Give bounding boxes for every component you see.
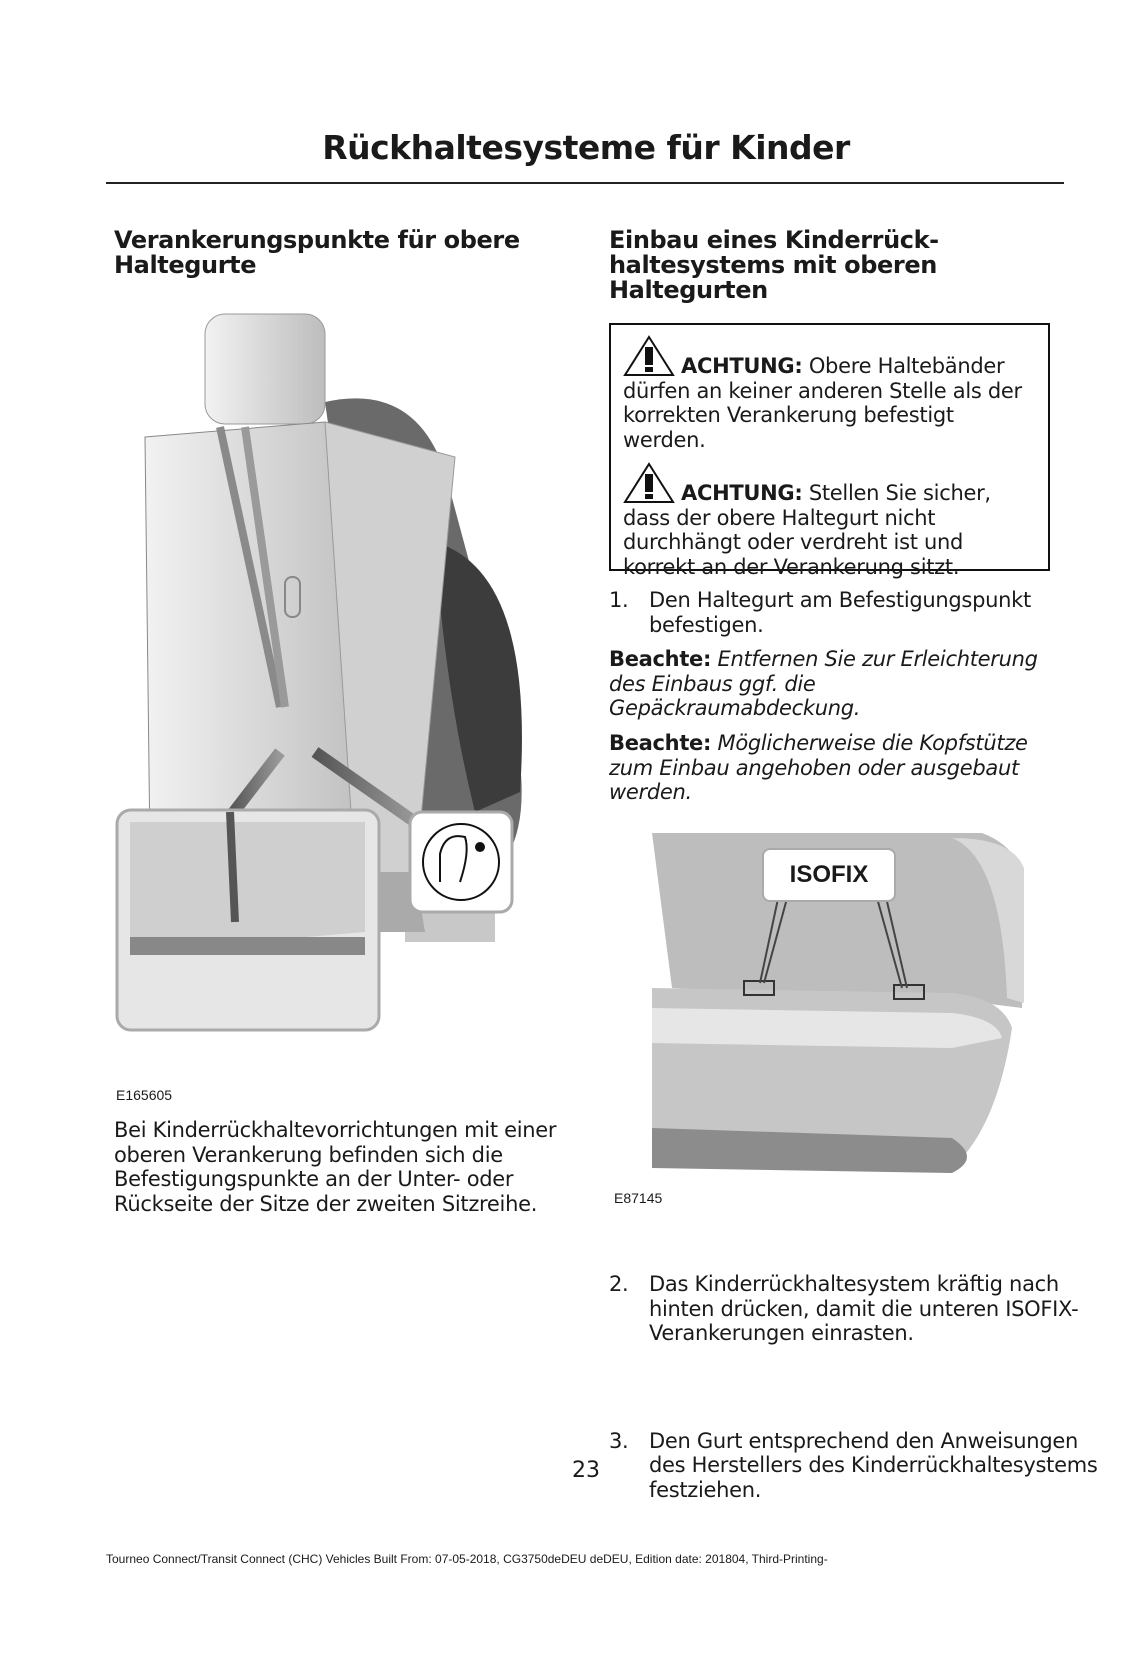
warning-triangle-icon bbox=[623, 462, 675, 503]
step-1: 1. Den Haltegurt am Befestigungspunkt bef… bbox=[609, 588, 1094, 637]
note-2: Beachte: Möglicherweise die Kopfstütze z… bbox=[609, 731, 1054, 805]
page-number: 23 bbox=[572, 1458, 600, 1483]
page-title: Rückhaltesysteme für Kinder bbox=[322, 128, 850, 167]
warning-label: ACHTUNG: bbox=[681, 354, 803, 378]
left-body-text: Bei Kinderrückhaltevorrichtungen mit ein… bbox=[114, 1118, 557, 1216]
warning-triangle-icon bbox=[623, 335, 675, 376]
right-heading: Einbau eines Kinderrück­haltesystems mit… bbox=[609, 226, 940, 304]
step-number: 2. bbox=[609, 1272, 629, 1296]
isofix-label: ISOFIX bbox=[762, 848, 896, 902]
step-3: 3. Den Gurt entsprechend den Anweisungen … bbox=[609, 1429, 1099, 1503]
note-text: Möglicherweise die Kopfstütze zum Einbau… bbox=[609, 731, 1028, 804]
left-figure-code: E165605 bbox=[116, 1087, 173, 1103]
step-number: 3. bbox=[609, 1428, 629, 1453]
step-text: Den Gurt entsprechend den Anweisungen de… bbox=[649, 1428, 1098, 1502]
warning-text: Obere Haltebänder dürfen an keiner ander… bbox=[623, 354, 1022, 452]
title-rule bbox=[106, 182, 1064, 184]
warning-text: Stellen Sie sicher, dass der obere Halte… bbox=[623, 481, 991, 579]
warning-box: ACHTUNG: Obere Haltebänder dürfen an kei… bbox=[609, 323, 1050, 579]
step-text: Das Kinderrückhaltesystem kräftig nach h… bbox=[649, 1272, 1079, 1345]
warning-label: ACHTUNG: bbox=[681, 481, 803, 505]
tether-anchor-icon bbox=[439, 835, 485, 883]
step-text: Den Haltegurt am Befestigungspunkt befes… bbox=[649, 588, 1031, 637]
left-heading: Verankerungspunkte für obere Haltegurte bbox=[114, 226, 520, 279]
right-figure-code: E87145 bbox=[614, 1190, 663, 1206]
isofix-illustration: ISOFIX bbox=[652, 828, 1027, 1193]
seat-tether-illustration bbox=[115, 313, 522, 1032]
note-label: Beachte: bbox=[609, 647, 712, 671]
warning-1: ACHTUNG: Obere Haltebänder dürfen an kei… bbox=[623, 335, 1040, 452]
footer-text: Tourneo Connect/Transit Connect (CHC) Ve… bbox=[106, 1552, 828, 1566]
note-label: Beachte: bbox=[609, 731, 712, 755]
step-number: 1. bbox=[609, 588, 629, 612]
note-text: Entfernen Sie zur Erleichterung des Einb… bbox=[609, 647, 1038, 720]
warning-2: ACHTUNG: Stellen Sie sicher, dass der ob… bbox=[623, 462, 1040, 579]
step-2: 2. Das Kinderrückhaltesystem kräftig nach… bbox=[609, 1272, 1099, 1346]
note-1: Beachte: Entfernen Sie zur Erleichterung… bbox=[609, 647, 1054, 721]
